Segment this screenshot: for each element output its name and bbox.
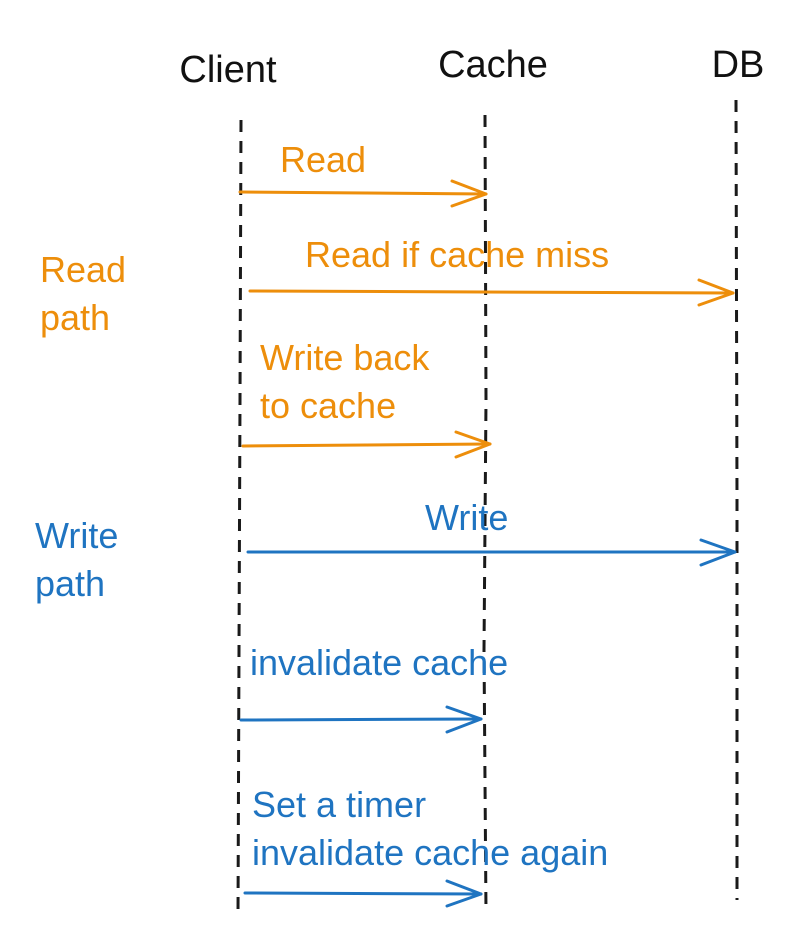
msg-write-line-1: Write xyxy=(425,497,508,538)
msg-timer-invalidate-line-1: Set a timer xyxy=(252,784,426,825)
msg-read-arrow-shaft xyxy=(238,190,488,196)
msg-timer-invalidate-arrow xyxy=(243,879,483,908)
msg-write-arrow-head xyxy=(699,538,737,567)
msg-write-back-arrow-shaft xyxy=(241,442,492,448)
client-lifeline xyxy=(236,119,243,916)
msg-write-back-line-2: to cache xyxy=(260,385,396,426)
msg-write-back-arrow xyxy=(241,430,492,459)
msg-read-arrow-head xyxy=(450,179,488,208)
msg-read-if-miss-arrow xyxy=(248,278,735,307)
db-lifeline xyxy=(734,99,739,900)
msg-read-if-miss-arrow-head xyxy=(697,278,735,307)
msg-invalidate-label: invalidate cache xyxy=(250,642,508,683)
msg-write-arrow xyxy=(246,538,737,567)
read-path-line-2: path xyxy=(40,297,110,338)
msg-timer-invalidate-label: Set a timer invalidate cache again xyxy=(252,784,608,873)
msg-read-line-1: Read xyxy=(280,139,366,180)
actor-client-label: Client xyxy=(179,49,277,91)
msg-read-if-miss-arrow-shaft xyxy=(248,289,735,295)
msg-invalidate-arrow xyxy=(239,705,483,734)
write-path-label: Write path xyxy=(35,515,128,604)
actor-db-label: DB xyxy=(712,44,765,86)
read-path-label: Read path xyxy=(40,249,136,338)
msg-write-back-line-1: Write back xyxy=(260,337,430,378)
msg-timer-invalidate-arrow-head xyxy=(445,879,483,908)
msg-write-label: Write xyxy=(425,497,508,538)
msg-read-if-miss-label: Read if cache miss xyxy=(305,234,609,275)
write-path-line-2: path xyxy=(35,563,105,604)
msg-timer-invalidate-line-2: invalidate cache again xyxy=(252,832,608,873)
msg-invalidate-line-1: invalidate cache xyxy=(250,642,508,683)
msg-invalidate-arrow-head xyxy=(445,705,483,734)
msg-read-arrow xyxy=(238,179,488,208)
msg-read-label: Read xyxy=(280,139,366,180)
write-path-line-1: Write xyxy=(35,515,118,556)
msg-timer-invalidate-arrow-shaft xyxy=(243,891,483,896)
read-path-line-1: Read xyxy=(40,249,126,290)
actor-cache-label: Cache xyxy=(438,44,548,86)
msg-write-back-label: Write back to cache xyxy=(260,337,439,426)
msg-read-if-miss-line-1: Read if cache miss xyxy=(305,234,609,275)
cache-lifeline xyxy=(482,114,488,913)
msg-invalidate-arrow-shaft xyxy=(239,717,483,722)
msg-write-back-arrow-head xyxy=(454,430,492,459)
